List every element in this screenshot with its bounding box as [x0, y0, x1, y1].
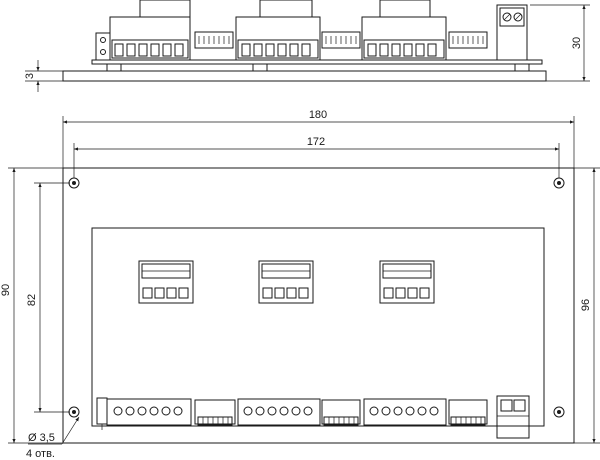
top-view: 180 172 90 82 96 — [0, 109, 600, 460]
dim-hole-spacing-width-label: 172 — [307, 136, 325, 148]
side-base-plate — [62, 70, 547, 82]
side-view: 30 3 — [24, 0, 590, 92]
terminal-strip-1 — [106, 398, 192, 426]
side-terminal-block — [496, 4, 528, 61]
mounting-hole-top-right — [553, 177, 565, 189]
side-standoff-left — [106, 63, 122, 72]
side-module-1 — [109, 0, 191, 61]
relay-module-3 — [379, 260, 435, 304]
pcb-board — [91, 227, 545, 427]
relay-module-2 — [258, 260, 314, 304]
terminal-strip-2 — [237, 398, 321, 426]
dim-plate-thickness-label: 3 — [24, 73, 36, 79]
side-connector-3 — [448, 31, 488, 49]
mounting-hole-bottom-left — [68, 406, 80, 418]
dim-inner-height-label: 90 — [0, 284, 12, 296]
dim-overall-width: 180 — [62, 109, 575, 168]
base-plate — [62, 167, 575, 444]
left-edge-connector — [96, 397, 108, 430]
dim-overall-height: 96 — [574, 167, 600, 444]
dim-inner-height: 90 — [0, 167, 63, 444]
mounting-hole-bottom-right — [553, 406, 565, 418]
pin-header-2 — [321, 399, 361, 426]
side-standoff-mid — [252, 63, 268, 72]
side-module-2 — [235, 0, 321, 61]
side-connector-2 — [321, 31, 361, 49]
power-terminal — [496, 395, 530, 439]
mounting-hole-top-left — [68, 177, 80, 189]
dim-height-side: 30 — [530, 4, 590, 82]
dim-hole-spacing-width: 172 — [73, 136, 560, 178]
dim-height-side-label: 30 — [571, 37, 583, 49]
hole-callout: Ø 3,5 4 отв. — [26, 416, 80, 460]
side-pcb — [91, 59, 543, 65]
side-standoff-right — [514, 63, 530, 72]
dim-hole-spacing-height-label: 82 — [26, 294, 38, 306]
dim-hole-spacing-height: 82 — [26, 182, 70, 413]
side-module-3 — [361, 0, 447, 61]
pin-header-1 — [194, 399, 236, 426]
side-connector-1 — [194, 31, 234, 49]
hole-count-label: 4 отв. — [26, 448, 55, 460]
side-left-connector — [95, 32, 111, 61]
dim-overall-width-label: 180 — [309, 109, 327, 121]
hole-diameter-label: Ø 3,5 — [28, 432, 55, 444]
dim-plate-thickness: 3 — [24, 60, 63, 92]
terminal-strip-3 — [363, 398, 447, 426]
dim-overall-height-label: 96 — [580, 299, 592, 311]
pin-header-3 — [448, 399, 488, 426]
relay-module-1 — [138, 260, 194, 304]
